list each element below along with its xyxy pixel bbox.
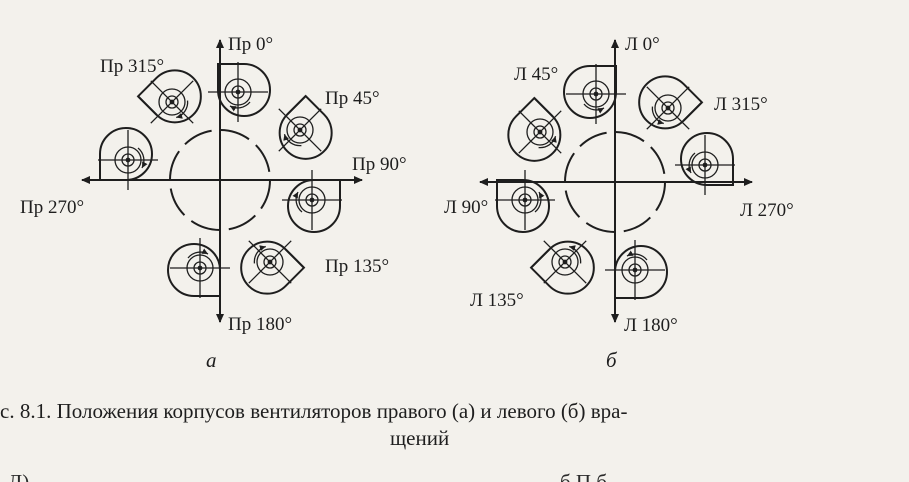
label-a-270: Пр 270° [20, 197, 84, 218]
label-b-0: Л 0° [625, 34, 660, 55]
caption-line-1: с. 8.1. Положения корпусов вентиляторов … [0, 399, 628, 423]
label-b-45: Л 45° [514, 64, 558, 85]
label-b-270: Л 270° [740, 200, 794, 221]
cut-text-right: б П б [560, 470, 608, 482]
diagram-left-rotation: Л 0° Л 45° Л 90° Л 135° Л 180° Л 270° Л … [444, 34, 794, 372]
fan-a-0 [208, 62, 270, 122]
fan-a-135 [226, 220, 312, 306]
caption-line-2: щений [390, 426, 450, 450]
subfigure-label-a: а [206, 348, 217, 372]
label-a-0: Пр 0° [228, 34, 273, 55]
fan-b-0 [564, 64, 626, 124]
label-a-180: Пр 180° [228, 314, 292, 335]
label-b-135: Л 135° [470, 290, 524, 311]
diagram-right-rotation: Пр 0° Пр 45° Пр 90° Пр 135° Пр 180° Пр 2… [20, 34, 407, 372]
label-a-315: Пр 315° [100, 56, 164, 77]
label-a-45: Пр 45° [325, 88, 380, 109]
center-circle-b [563, 130, 667, 234]
fan-b-270 [675, 133, 735, 195]
subfigure-label-b: б [606, 348, 618, 372]
cut-text-left: Л) [8, 470, 30, 482]
center-circle-a [168, 128, 272, 232]
label-b-180: Л 180° [624, 315, 678, 336]
cut-off-text-row: Л) б П б [0, 462, 909, 482]
fan-b-90 [495, 170, 555, 232]
label-a-90: Пр 90° [352, 154, 407, 175]
label-a-135: Пр 135° [325, 256, 389, 277]
fan-b-135 [523, 220, 609, 306]
label-b-90: Л 90° [444, 197, 488, 218]
label-b-315: Л 315° [714, 94, 768, 115]
